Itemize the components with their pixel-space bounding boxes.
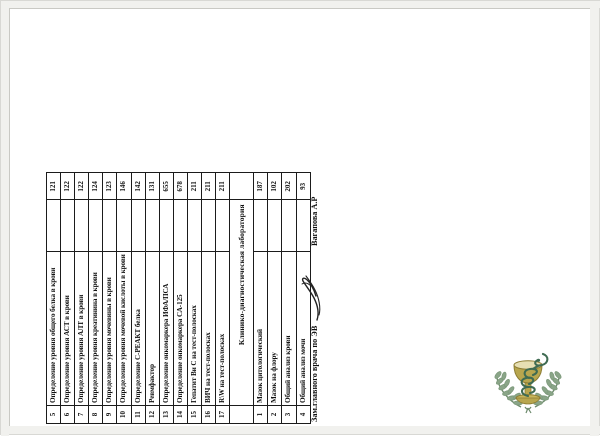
row-number: 14 [173,405,188,424]
section-title: Клинико-диагностическая лаборатория [229,199,254,406]
rotated-document-content: 5 Определение уровня общего белка в кров… [10,9,600,444]
service-value: 211 [215,172,230,200]
service-name: Определение уровня креатинина в крови [88,251,103,406]
empty-cell [88,199,103,252]
table-row: 17 R\W на тест-полосках 211 [215,172,230,424]
service-value: 122 [74,172,89,200]
row-number: 7 [74,405,89,424]
table-row: 14 Определение онкомаркера СА-125 678 [173,172,188,424]
service-name: Общий анализ крови [281,251,296,406]
service-value: 131 [145,172,160,200]
service-value: 678 [173,172,188,200]
service-value: 102 [267,172,282,200]
service-value: 121 [46,172,61,200]
empty-cell [145,199,160,252]
row-number: 17 [215,405,230,424]
empty-cell [267,199,282,252]
row-number: 2 [267,405,282,424]
row-number: 16 [201,405,216,424]
row-number: 12 [145,405,160,424]
scan-margin-bottom [1,426,600,434]
signature-title: Зам.главного врача по ЭВ [310,325,319,422]
section-header-row: Клинико-диагностическая лаборатория [229,172,254,424]
signature-name: Вагапова А.Р [310,196,319,246]
empty-cell [131,199,146,252]
service-name: Определение уровня общего белка в крови [46,251,61,406]
row-number: 15 [187,405,202,424]
row-number: 8 [88,405,103,424]
empty-cell [116,199,132,252]
scan-margin-top [1,1,600,8]
empty-cell [187,199,202,252]
service-value: 211 [201,172,216,200]
empty-cell [102,199,117,252]
service-value: 202 [281,172,296,200]
lab-services-table: 5 Определение уровня общего белка в кров… [46,172,311,424]
empty-cell [201,199,216,252]
empty-cell [253,199,268,252]
service-name: Определение уровня АСТ в крови [60,251,75,406]
service-name: Мазок на флору [267,251,282,406]
section-row-number [229,405,254,424]
bowl-of-hygieia-emblem-icon [494,352,562,414]
row-number: 4 [296,405,311,424]
scan-margin-left [1,1,9,436]
empty-cell [173,199,188,252]
row-number: 11 [131,405,146,424]
row-number: 9 [102,405,117,424]
service-name: Мазок цитологический [253,251,268,406]
table-row: 15 Гепатит Ви С на тест-полосках 211 [187,172,202,424]
table-row: 5 Определение уровня общего белка в кров… [46,172,61,424]
table-row: 9 Определение уровня мочевины в крови 12… [102,172,117,424]
service-value: 123 [102,172,117,200]
service-value: 146 [116,172,132,200]
service-name: Определение онкомаркера ИФА/ПСА [159,251,174,406]
service-name: Определение уровня мочевой кислоты в кро… [116,251,132,406]
row-number: 1 [253,405,268,424]
handwritten-signature-icon [301,275,321,321]
table-row: 10 Определение уровня мочевой кислоты в … [116,172,132,424]
row-number: 3 [281,405,296,424]
table-row: 13 Определение онкомаркера ИФА/ПСА 655 [159,172,174,424]
service-name: R\W на тест-полосках [215,251,230,406]
empty-cell [215,199,230,252]
service-name: Гепатит Ви С на тест-полосках [187,251,202,406]
section-empty-value [229,172,254,200]
empty-cell [296,199,311,252]
service-name: Определение уровня АЛТ в крови [74,251,89,406]
row-number: 5 [46,405,61,424]
table-row: 8 Определение уровня креатинина в крови … [88,172,103,424]
table-row: 12 Ревмфактор 131 [145,172,160,424]
table-row: 16 ВИЧ на тест-полосках 211 [201,172,216,424]
service-name: Определение уровня мочевины в крови [102,251,117,406]
service-name: ВИЧ на тест-полосках [201,251,216,406]
row-number: 6 [60,405,75,424]
service-value: 187 [253,172,268,200]
service-name: Определение онкомаркера СА-125 [173,251,188,406]
table-body: 5 Определение уровня общего белка в кров… [46,172,311,424]
row-number: 13 [159,405,174,424]
service-value: 93 [296,172,311,200]
service-value: 211 [187,172,202,200]
paper-sheet: 5 Определение уровня общего белка в кров… [9,8,592,427]
service-value: 124 [88,172,103,200]
empty-cell [74,199,89,252]
service-value: 122 [60,172,75,200]
empty-cell [281,199,296,252]
empty-cell [159,199,174,252]
service-name: Определение С-РЕАКТ белка [131,251,146,406]
service-value: 655 [159,172,174,200]
table-row: 2 Мазок на флору 102 [267,172,282,424]
scan-margin-right [590,1,599,436]
empty-cell [46,199,61,252]
service-name: Ревмфактор [145,251,160,406]
row-number: 10 [116,405,132,424]
table-row: 7 Определение уровня АЛТ в крови 122 [74,172,89,424]
table-row: 1 Мазок цитологический 187 [253,172,268,424]
empty-cell [60,199,75,252]
table-row: 6 Определение уровня АСТ в крови 122 [60,172,75,424]
table-row: 11 Определение С-РЕАКТ белка 142 [131,172,146,424]
service-value: 142 [131,172,146,200]
table-row: 3 Общий анализ крови 202 [281,172,296,424]
